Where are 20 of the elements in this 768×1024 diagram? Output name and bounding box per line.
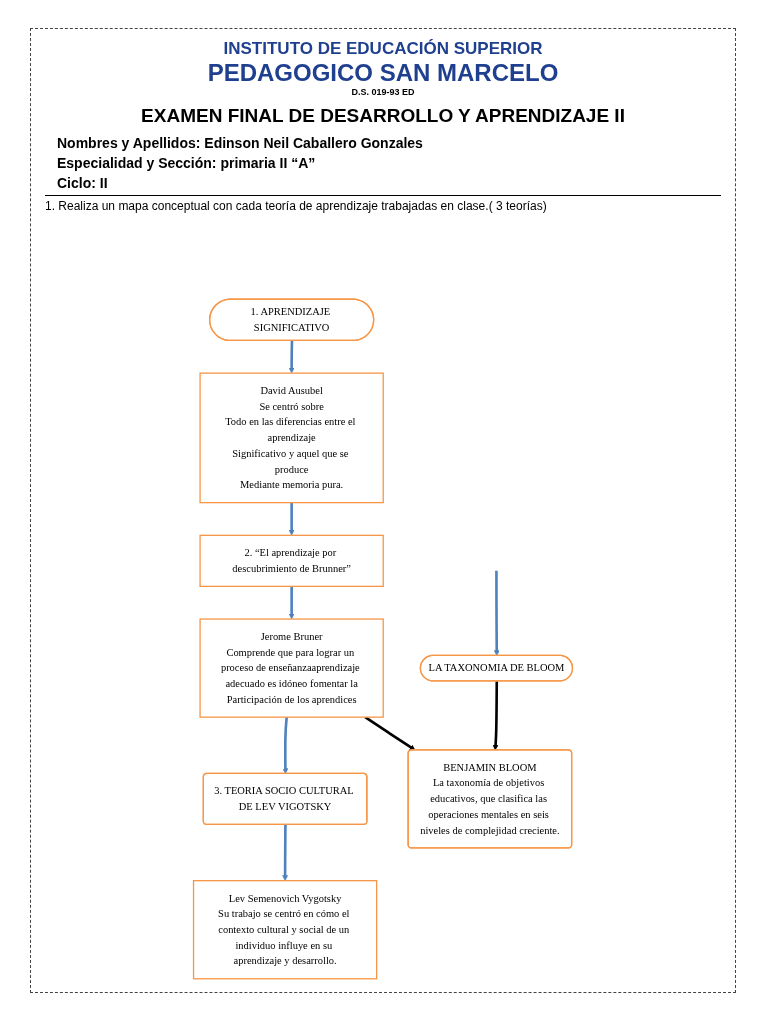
section-field: Especialidad y Sección: primaria II “A” xyxy=(57,155,721,171)
decree-number: D.S. 019-93 ED xyxy=(350,87,416,97)
cycle-field: Ciclo: II xyxy=(57,175,721,191)
node-box: Jerome Bruner Comprende que para lograr un proceso de enseñanzaaprendizaje adecuado es idóneo fomentar la Participación de los aprendices xyxy=(199,618,384,718)
node-box: David Ausubel Se centró sobre Todo en las diferencias entre el aprendizaje Significativo y aquel que se produce Mediante memoria pura. xyxy=(199,372,384,504)
arrow xyxy=(282,717,289,774)
school-name: INSTITUTO DE EDUCACIÓN SUPERIOR xyxy=(222,39,544,59)
task-instruction: 1. Realiza un mapa conceptual con cada teoría de aprendizaje trabajadas en clase.( 3 teorías) xyxy=(45,195,721,213)
arrow xyxy=(364,716,416,751)
node-box: 2. “El aprendizaje por descubrimiento de Brunner” xyxy=(199,534,384,587)
exam-title: EXAMEN FINAL DE DESARROLLO Y APRENDIZAJE II xyxy=(140,105,626,127)
arrow xyxy=(288,502,295,536)
arrow xyxy=(288,340,295,374)
arrow xyxy=(288,586,295,620)
node-box: Lev Semenovich Vygotsky Su trabajo se centró en cómo el contexto cultural y social de un individuo influye en su aprendizaje y desarrollo. xyxy=(192,880,378,980)
arrow xyxy=(493,570,500,656)
arrow xyxy=(492,681,499,751)
school-name: PEDAGOGICO SAN MARCELO xyxy=(206,61,560,85)
arrow xyxy=(282,824,288,881)
student-field: Nombres y Apellidos: Edinson Neil Caballero Gonzales xyxy=(57,135,721,151)
